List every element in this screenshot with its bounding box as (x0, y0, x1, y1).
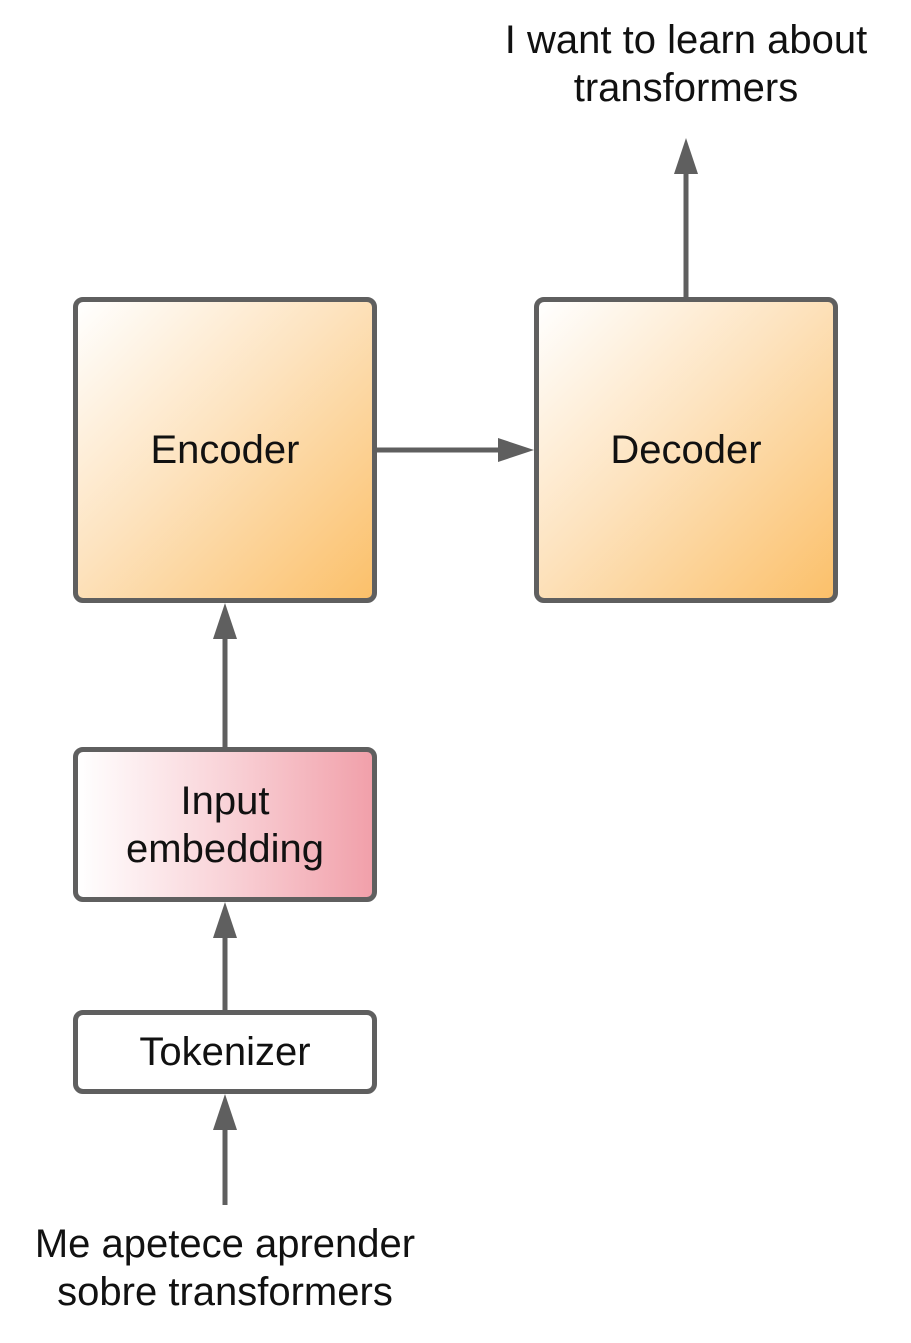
input-text: Me apetece aprender sobre transformers (34, 1222, 416, 1314)
input-embedding-box: Input embedding (73, 747, 377, 902)
tokenizer-label: Tokenizer (139, 1030, 311, 1074)
encoder-box: Encoder (73, 297, 377, 603)
arrow-input-to-tokenizer (213, 1094, 237, 1205)
input-embedding-label: Input embedding (126, 778, 324, 871)
decoder-label: Decoder (610, 428, 762, 472)
output-text: I want to learn about transformers (504, 18, 868, 110)
tokenizer-box: Tokenizer (73, 1010, 377, 1094)
encoder-label: Encoder (150, 428, 300, 472)
arrow-decoder-to-output (674, 138, 698, 297)
decoder-box: Decoder (534, 297, 838, 603)
arrow-embedding-to-encoder (213, 603, 237, 747)
arrow-tokenizer-to-embedding (213, 902, 237, 1010)
arrow-encoder-to-decoder (377, 438, 534, 462)
